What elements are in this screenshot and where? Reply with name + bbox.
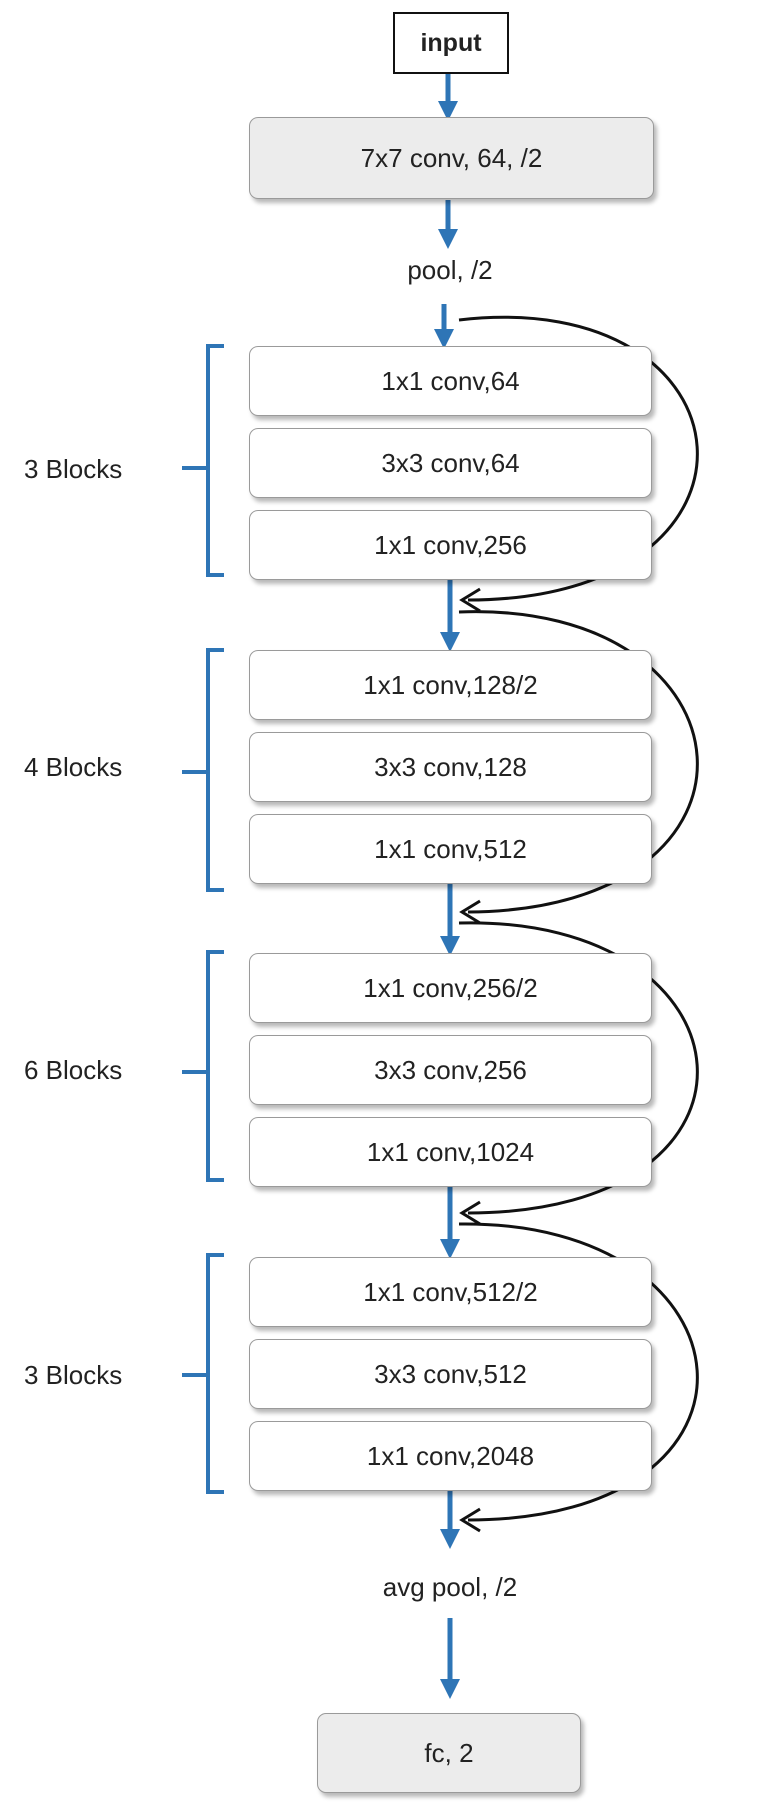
stage-4-layer-3: 1x1 conv,2048 xyxy=(249,1421,652,1491)
skip-arrowhead-1 xyxy=(459,587,481,613)
stage-2-label: 4 Blocks xyxy=(24,752,123,782)
stage-3-layer-3: 1x1 conv,1024 xyxy=(249,1117,652,1187)
stage-bracket-1 xyxy=(182,344,224,577)
stage-4-layer-2: 3x3 conv,512 xyxy=(249,1339,652,1409)
stage-1-layer-1: 1x1 conv,64 xyxy=(249,346,652,416)
input-box: input xyxy=(393,12,509,74)
stage-4-layer-1: 1x1 conv,512/2 xyxy=(249,1257,652,1327)
skip-arrowhead-2 xyxy=(459,899,481,925)
stage-2-layer-1: 1x1 conv,128/2 xyxy=(249,650,652,720)
skip-connection-3 xyxy=(458,921,699,1215)
avg-pool-label: avg pool, /2 xyxy=(382,1572,518,1602)
skip-connection-2 xyxy=(458,610,699,914)
skip-arrowhead-4 xyxy=(459,1507,481,1533)
pool-label: pool, /2 xyxy=(407,255,493,285)
stage-4-label: 3 Blocks xyxy=(24,1360,123,1390)
skip-arrowhead-3 xyxy=(459,1200,481,1226)
stem-conv-box: 7x7 conv, 64, /2 xyxy=(249,117,654,199)
stage-3-label: 6 Blocks xyxy=(24,1055,123,1085)
stage-1-layer-2: 3x3 conv,64 xyxy=(249,428,652,498)
stage-3-layer-1: 1x1 conv,256/2 xyxy=(249,953,652,1023)
stage-3-layer-2: 3x3 conv,256 xyxy=(249,1035,652,1105)
fc-box: fc, 2 xyxy=(317,1713,581,1793)
stage-bracket-2 xyxy=(182,648,224,892)
skip-connection-4 xyxy=(458,1222,699,1522)
stage-bracket-4 xyxy=(182,1253,224,1494)
stage-2-layer-3: 1x1 conv,512 xyxy=(249,814,652,884)
stage-1-label: 3 Blocks xyxy=(24,454,123,484)
stage-bracket-3 xyxy=(182,950,224,1182)
skip-connection-1 xyxy=(458,315,699,602)
stage-1-layer-3: 1x1 conv,256 xyxy=(249,510,652,580)
stage-2-layer-2: 3x3 conv,128 xyxy=(249,732,652,802)
